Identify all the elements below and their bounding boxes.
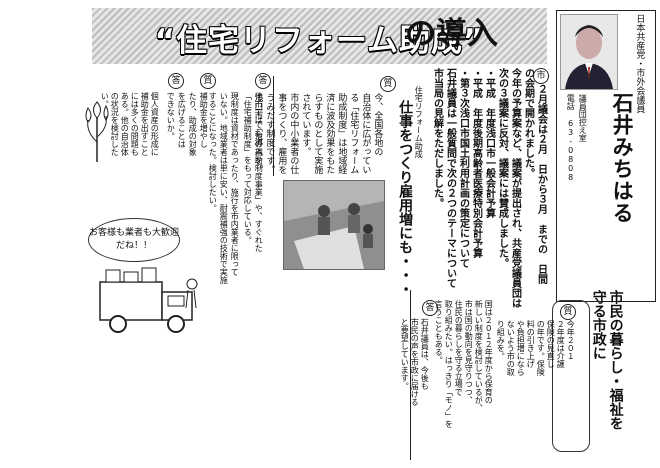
intro-badge: 市 — [533, 68, 549, 84]
s3a-line: 国は２０１２年度から保育の — [484, 300, 494, 404]
speech-bubble: お客様も業者も大歓迎だね！！ — [88, 218, 180, 262]
s3-closing-line: と要望しています。 — [400, 318, 410, 390]
s1a-line: いない。地域業者は単に安い、耐震補強の技術で実施 — [219, 92, 229, 284]
s1q-line: る「住宅リフォーム — [348, 93, 359, 174]
s3a-line: 言うこともある。 — [434, 300, 444, 364]
s1q-line: 浅口市でも導入を。 — [252, 93, 263, 174]
s2q-line: できないか。 — [166, 92, 176, 140]
s2a-line: 補助金を出すこと — [140, 92, 150, 156]
intro-line-8: 石井議員は一般質問で次の２つのテーマについて — [444, 68, 456, 288]
column-divider — [273, 76, 274, 176]
section1-subheader: 住宅リフォーム助成 — [414, 86, 424, 158]
profile-office: 議員団控え室 — [578, 94, 588, 142]
s3q-line: 料の引き上げ — [526, 320, 536, 368]
section3-question-badge: 質 — [560, 304, 576, 320]
s3-closing-line: 石井議員は、今後も — [420, 318, 430, 390]
intro-line-7: ・第３次浅口市国土利用計画の策定について — [457, 68, 469, 268]
s1q-line: 自治体に広がってい — [360, 93, 371, 174]
flower-illustration-icon — [82, 92, 112, 162]
s3q-line: の年です。保険 — [536, 320, 546, 376]
s2q-line: たり、助成の対象 — [188, 92, 198, 156]
page-title-tail: の導入 — [405, 16, 498, 52]
intro-line-5: ・平成 年度浅口市一般会計予算 — [483, 68, 495, 218]
truck-illustration-icon — [90, 262, 200, 342]
s3q-line: ２年度は介護 — [556, 320, 566, 368]
intro-line-4: 次の３議案に反対、議案には賛成しました。 — [496, 68, 508, 268]
s1q-line: らすものとして実施 — [312, 93, 323, 174]
profile-affiliation: 日本共産党・市外会議員 — [634, 14, 645, 113]
s3q-line: や負担増になら — [516, 320, 526, 376]
section2-question-badge: 質 — [200, 73, 216, 89]
s2a-line: には多くの問題も — [130, 92, 140, 156]
s2a-line: ある。他の自治体 — [120, 92, 130, 156]
section1-question-badge: 質 — [380, 76, 396, 92]
page-title: “住宅リフォーム助成” — [154, 23, 485, 59]
column-divider — [410, 290, 411, 460]
s3q-line: り組みを。 — [496, 320, 506, 360]
s1q-line: 助成制度」は地域経 — [336, 93, 347, 174]
section3-header: 市民の暮らし・福祉を守る市政に — [590, 290, 624, 430]
s1q-line: 済に波及効果をもた — [324, 93, 335, 174]
section2-answer-badge: 答 — [168, 73, 184, 89]
intro-line-2: の会期で開かれました。 — [522, 68, 534, 178]
s3q-line: 今年２０１ — [566, 320, 576, 360]
s1q-line: されています。 — [300, 93, 311, 156]
s2a-line: の状況を検討した — [110, 92, 120, 156]
s2a-line: い。 — [100, 92, 110, 108]
s2q-line: 補助金を増やし — [199, 92, 209, 148]
s1a-line: 「住宅補助制度」をもって対応している。 — [243, 92, 253, 244]
s3a-line: 住民の暮らしを守る立場で — [454, 300, 464, 396]
construction-photo-icon — [283, 180, 385, 270]
s2q-line: を広げることは — [177, 92, 187, 148]
section3-question-box — [552, 300, 590, 452]
s3q-line: ないよう市の取 — [506, 320, 516, 376]
face-photo-icon — [560, 14, 618, 90]
intro-line-1: ２月議会は２月 日から３月 までの 日間 — [535, 84, 547, 284]
s1a-line: 他市では「他の補助制度事業」や、すぐれた — [254, 92, 264, 252]
intro-line-9: 市当局の見解をただしました。 — [431, 68, 443, 208]
s2a-line: 個人資産の形成に — [150, 92, 160, 156]
section1-header: 仕事をつくり雇用増にも・・・ — [397, 100, 414, 296]
s1q-line: 事をつくり、雇用を — [276, 93, 287, 174]
section3-answer-badge: 答 — [422, 300, 438, 316]
s1a-line: することになった。検討したい。 — [208, 92, 218, 212]
s3a-line: 市は国の動向を見守りつつ、 — [464, 300, 474, 404]
s1q-line: 市内の中小業者の仕 — [288, 93, 299, 174]
s1a-line: 現制度は資材であったり、施行を市内業者に限って — [230, 92, 240, 276]
s3-closing-line: 市民の声を市政に届ける — [410, 318, 420, 406]
s1q-line: うみだす制度です。 — [264, 93, 275, 174]
s1q-line: 今、全国各地の — [372, 93, 383, 156]
profile-name: 石井みちはる — [610, 92, 635, 224]
section1-answer-badge: 答 — [255, 73, 271, 89]
s3q-line: 保険の見直し — [546, 320, 556, 368]
intro-line-6: ・平成 年度後期高齢者医療特別会計予算 — [470, 68, 482, 258]
s3a-line: 新しい制度を検討しているが、 — [474, 300, 484, 412]
profile-phone: 電話 63-0808 — [566, 94, 576, 182]
s3a-line: 取り組みたい。はっきり「モノ」を — [444, 300, 454, 428]
profile-box — [556, 10, 656, 302]
title-band: “住宅リフォーム助成” — [92, 8, 547, 64]
intro-line-3: 今年の予算案など、議案が提出され、共産党議員団は — [509, 68, 521, 308]
